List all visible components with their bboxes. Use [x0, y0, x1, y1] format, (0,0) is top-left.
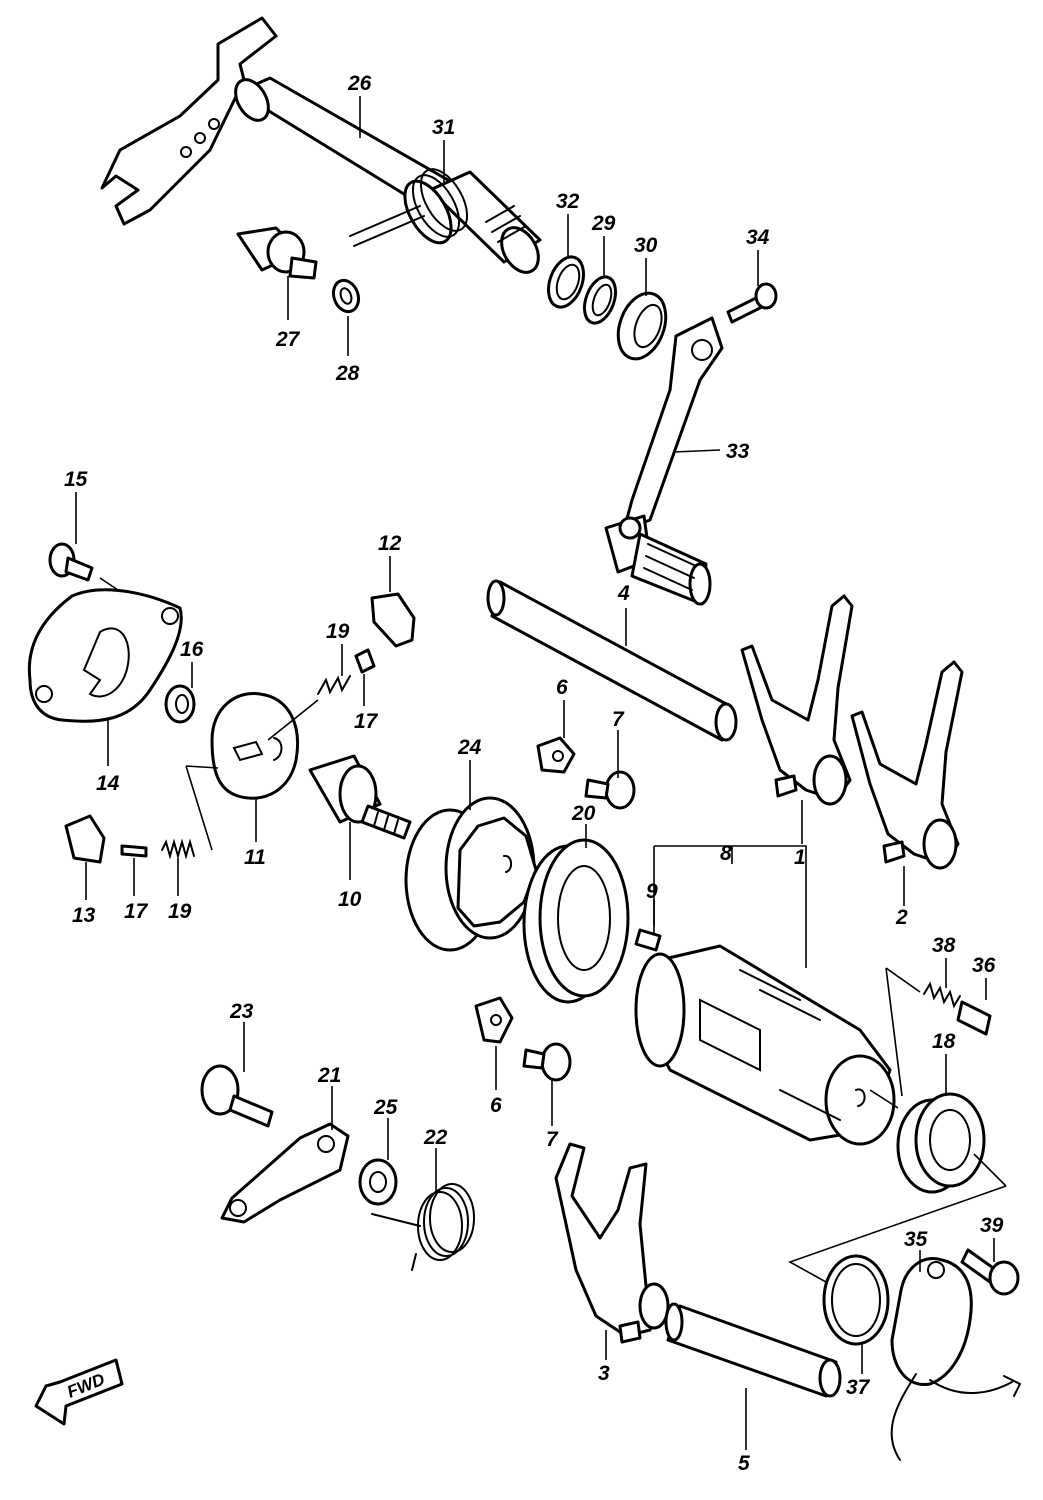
callout-39: 39 — [980, 1214, 1004, 1237]
pin-part — [956, 1000, 992, 1036]
callout-37: 37 — [846, 1376, 871, 1399]
callout-4: 4 — [617, 582, 630, 605]
callout-35: 35 — [904, 1228, 928, 1251]
callout-11: 11 — [244, 846, 266, 869]
callout-6: 6 — [556, 676, 568, 699]
callout-17: 17 — [124, 900, 149, 923]
oil-seal-part — [616, 291, 668, 361]
callout-25: 25 — [373, 1096, 398, 1119]
return-spring-part — [349, 168, 469, 247]
spring-part — [161, 838, 195, 860]
callout-7b: 7 — [546, 1128, 559, 1151]
callout-21: 21 — [317, 1064, 341, 1087]
washer-part — [331, 278, 361, 314]
screw-part — [522, 1042, 572, 1082]
callout-14: 14 — [96, 772, 120, 795]
callout-7: 7 — [612, 708, 625, 731]
shift-fork-part — [740, 594, 854, 806]
callout-10: 10 — [338, 888, 362, 911]
callout-34: 34 — [746, 226, 770, 249]
cam-drum-part — [634, 944, 896, 1146]
cam-stopper-part — [220, 1122, 350, 1224]
callout-30: 30 — [634, 234, 658, 257]
callout-38: 38 — [932, 934, 956, 957]
callout-18: 18 — [932, 1030, 956, 1053]
fork-shaft-part — [664, 1302, 842, 1398]
callout-3: 3 — [598, 1362, 610, 1385]
callout-19: 19 — [326, 620, 350, 643]
circlip-part — [547, 255, 585, 309]
callout-15: 15 — [64, 468, 88, 491]
callout-labels: 26 31 32 29 30 34 27 28 33 4 15 12 19 16… — [64, 72, 1004, 1475]
pin-part — [634, 928, 662, 952]
callout-27: 27 — [275, 328, 301, 351]
gearshift-lever-part — [604, 316, 724, 606]
callout-33: 33 — [726, 440, 750, 463]
callout-32: 32 — [556, 190, 580, 213]
callout-9: 9 — [646, 880, 658, 903]
forward-arrow-icon: FWD — [34, 1358, 124, 1426]
shift-fork-part — [850, 660, 964, 870]
bolt-part — [200, 1064, 274, 1128]
gearshift-shaft-part — [100, 16, 542, 274]
needle-bearing-part — [896, 1092, 986, 1194]
callout-13: 13 — [72, 904, 96, 927]
screw-part — [48, 542, 94, 582]
callout-17: 17 — [354, 710, 379, 733]
callout-5: 5 — [738, 1452, 750, 1475]
spring-part — [317, 675, 351, 695]
bolt-part — [960, 1248, 1020, 1296]
callout-8: 8 — [720, 842, 732, 865]
screw-part — [584, 770, 636, 810]
callout-19: 19 — [168, 900, 192, 923]
torsion-spring-part — [371, 1183, 475, 1271]
washer-part — [582, 275, 618, 325]
retainer-part — [474, 996, 514, 1044]
cam-guide-part — [210, 691, 299, 800]
callout-1: 1 — [794, 846, 806, 869]
callout-22: 22 — [423, 1126, 448, 1149]
callout-16: 16 — [180, 638, 204, 661]
callout-6b: 6 — [490, 1094, 502, 1117]
spring-part — [923, 981, 961, 1009]
retainer-part — [536, 736, 576, 774]
pin-part — [120, 844, 148, 858]
callout-28: 28 — [335, 362, 360, 385]
collar-part — [164, 684, 196, 724]
callout-24: 24 — [457, 736, 482, 759]
callout-23: 23 — [229, 1000, 254, 1023]
cam-bolt-part — [308, 754, 412, 840]
washer-part — [358, 1158, 398, 1206]
stopper-plate-part — [27, 588, 183, 723]
leader-lines — [75, 96, 1007, 1450]
stopper-part — [64, 814, 106, 864]
o-ring-part — [822, 1254, 890, 1346]
position-sensor-part — [890, 1257, 1022, 1461]
callout-26: 26 — [347, 72, 372, 95]
callout-20: 20 — [571, 802, 596, 825]
shift-fork-part — [554, 1142, 670, 1344]
callout-12: 12 — [378, 532, 402, 555]
fork-shaft-part — [486, 579, 738, 742]
callout-31: 31 — [432, 116, 455, 139]
callout-36: 36 — [972, 954, 996, 977]
stopper-bolt-part — [236, 226, 318, 280]
callout-29: 29 — [591, 212, 616, 235]
bolt-part — [726, 282, 778, 324]
cam-driven-gear-part — [404, 796, 538, 952]
callout-2: 2 — [895, 906, 908, 929]
bearing-part — [522, 838, 630, 1004]
stopper-part — [370, 592, 416, 648]
pin-part — [354, 648, 376, 674]
